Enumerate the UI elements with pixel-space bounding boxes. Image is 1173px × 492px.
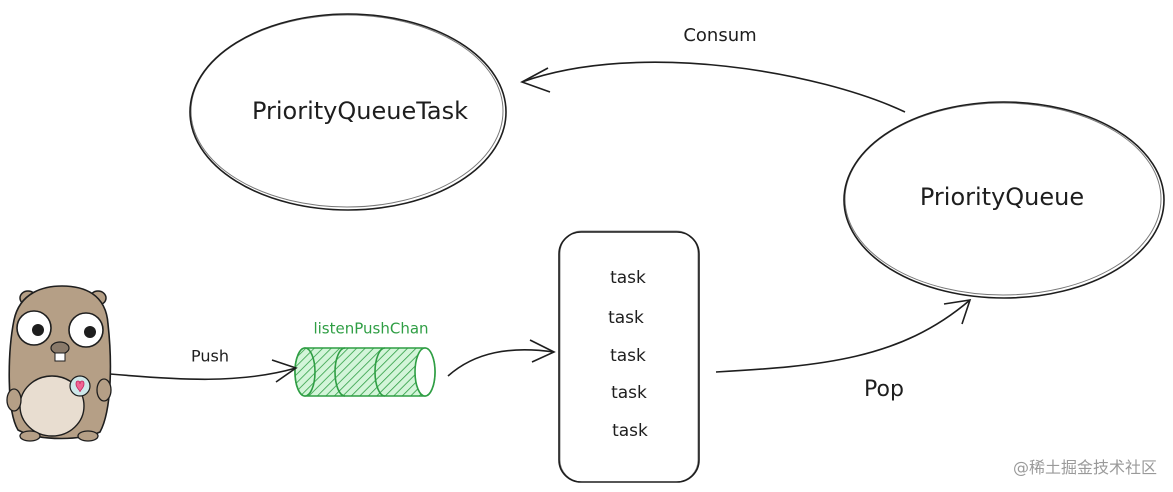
task-item: task — [610, 268, 646, 288]
priority-queue-label: PriorityQueue — [920, 183, 1084, 211]
task-item: task — [610, 346, 646, 366]
listen-push-chan-node: listenPushChan — [294, 320, 436, 397]
task-item: task — [608, 308, 644, 328]
priority-queue-task-node: PriorityQueueTask — [189, 13, 507, 211]
priority-queue-node: PriorityQueue — [843, 101, 1165, 299]
push-arrow: Push — [109, 347, 298, 383]
task-item: task — [611, 383, 647, 403]
pop-arrow: Pop — [715, 299, 972, 402]
listen-push-chan-label: listenPushChan — [313, 320, 428, 338]
push-label: Push — [191, 347, 229, 366]
gopher-mascot-icon — [6, 285, 112, 442]
task-item: task — [612, 421, 648, 441]
priority-queue-task-label: PriorityQueueTask — [252, 97, 468, 125]
pop-label: Pop — [864, 377, 904, 402]
consum-arrow: Consum — [520, 25, 906, 113]
task-list-node: task task task task task — [558, 230, 700, 483]
channel-to-tasks-arrow — [447, 339, 556, 377]
consum-label: Consum — [683, 25, 756, 46]
watermark: @稀土掘金技术社区 — [1012, 458, 1157, 477]
